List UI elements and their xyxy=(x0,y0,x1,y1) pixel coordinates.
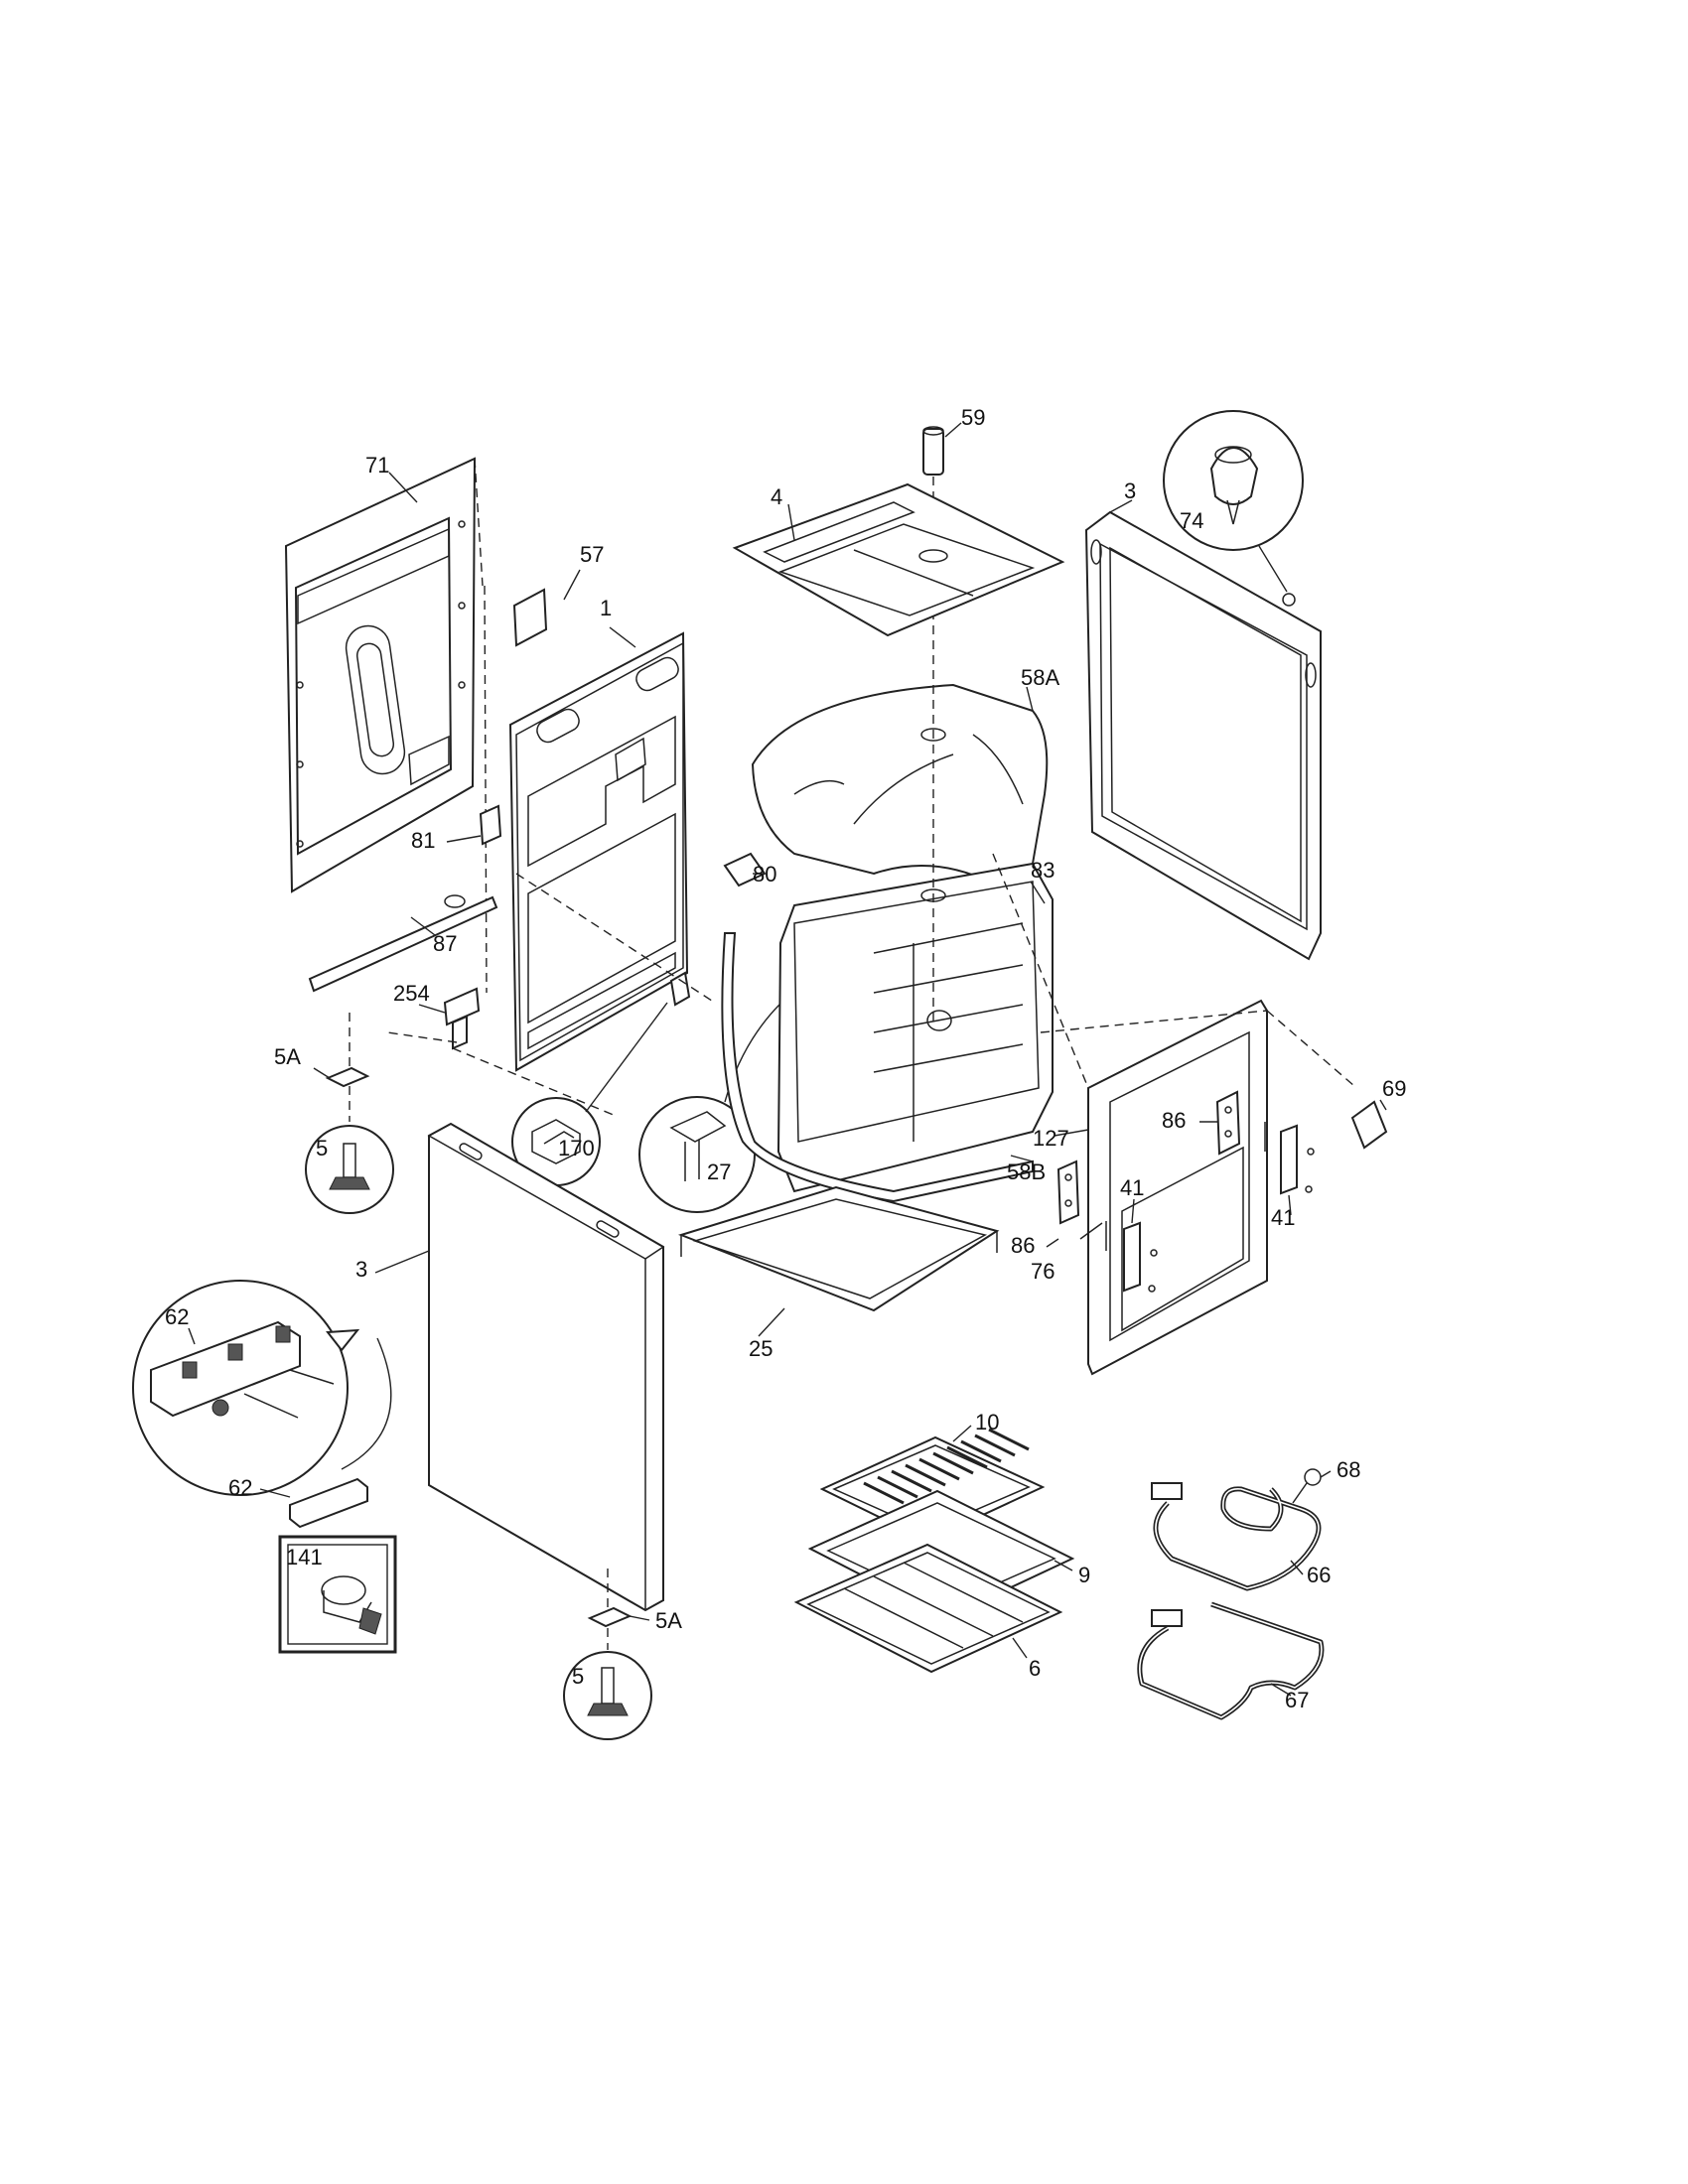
part-3-right-side-panel xyxy=(1084,510,1322,961)
callout-69: 69 xyxy=(1382,1076,1406,1101)
callout-66: 66 xyxy=(1307,1563,1331,1587)
callout-254: 254 xyxy=(393,981,430,1006)
part-58b-insulation-bottom xyxy=(721,932,1034,1203)
callout-83: 83 xyxy=(1031,858,1055,883)
part-59-pin xyxy=(922,426,944,476)
part-5a-leveler-plate-top xyxy=(325,1013,370,1122)
part-25-bottom-tray xyxy=(677,1185,1000,1312)
part-254-bracket xyxy=(443,987,481,1050)
part-41-hinge-receiver-left xyxy=(1105,1221,1158,1293)
callout-81: 81 xyxy=(411,828,435,853)
detail-box-141 xyxy=(278,1535,397,1654)
detail-circle-5-bottom xyxy=(563,1651,652,1740)
broil-insert-slot xyxy=(946,1445,988,1469)
broil-insert-slot xyxy=(974,1433,1016,1457)
callout-86-top: 86 xyxy=(1162,1108,1186,1133)
part-170-clip xyxy=(669,971,691,1007)
part-81-bracket xyxy=(479,804,502,846)
callout-58b: 58B xyxy=(1007,1160,1046,1184)
callout-127: 127 xyxy=(1033,1126,1069,1151)
part-6-oven-rack xyxy=(793,1543,1063,1674)
callout-5a-top: 5A xyxy=(274,1044,301,1069)
callout-labels: 71 57 1 81 87 254 5A 5 170 27 80 59 4 58… xyxy=(165,405,1406,1712)
callout-59: 59 xyxy=(961,405,985,430)
part-127-back-frame xyxy=(1087,999,1268,1376)
callout-5-bottom: 5 xyxy=(572,1664,584,1689)
part-4-top-plate xyxy=(732,482,1065,637)
part-57-cover-plate xyxy=(512,588,548,647)
callout-4: 4 xyxy=(771,484,782,509)
part-3-left-door xyxy=(427,1122,665,1612)
detail-circle-74 xyxy=(1163,410,1304,551)
part-71-back-panel xyxy=(284,457,477,893)
detail-circle-5-top xyxy=(305,1125,394,1214)
part-67-bake-element xyxy=(1137,1601,1325,1720)
part-86-hinge-top xyxy=(1215,1090,1241,1156)
part-62-terminal-block xyxy=(289,1477,368,1529)
detail-circle-27 xyxy=(638,1096,756,1213)
callout-3-left: 3 xyxy=(355,1257,367,1282)
broil-insert-slot xyxy=(891,1469,932,1493)
broil-insert-slot xyxy=(918,1457,960,1481)
broil-insert-slot xyxy=(960,1439,1002,1463)
broil-insert-slot xyxy=(905,1463,946,1487)
callout-141: 141 xyxy=(286,1545,323,1570)
callout-71: 71 xyxy=(365,453,389,478)
broil-insert-slot xyxy=(988,1428,1030,1451)
callout-3-right: 3 xyxy=(1124,478,1136,503)
part-69-cover xyxy=(1350,1100,1388,1150)
detail-circle-62 xyxy=(132,1280,349,1496)
part-1-side-panel xyxy=(508,631,689,1072)
callout-80: 80 xyxy=(753,862,776,887)
broil-insert-slot xyxy=(932,1451,974,1475)
callout-6: 6 xyxy=(1029,1656,1041,1681)
broil-insert-slot xyxy=(863,1481,905,1505)
callout-1: 1 xyxy=(600,596,612,620)
callout-5-top: 5 xyxy=(316,1136,328,1160)
leader-lines xyxy=(188,422,1387,1697)
part-58a-insulation-top xyxy=(751,683,1049,886)
part-41-hinge-receiver-right xyxy=(1264,1122,1315,1195)
callout-57: 57 xyxy=(580,542,604,567)
part-68-clip xyxy=(1292,1468,1322,1504)
detail-circle-170 xyxy=(511,1097,601,1186)
callout-68: 68 xyxy=(1336,1457,1360,1482)
callout-58a: 58A xyxy=(1021,665,1059,690)
callout-74: 74 xyxy=(1180,508,1203,533)
callout-41-left: 41 xyxy=(1120,1175,1144,1200)
callout-41-right: 41 xyxy=(1271,1205,1295,1230)
callout-62-bottom: 62 xyxy=(228,1475,252,1500)
callout-67: 67 xyxy=(1285,1688,1309,1712)
callout-87: 87 xyxy=(433,931,457,956)
callout-5a-bottom: 5A xyxy=(655,1608,682,1633)
callout-62-top: 62 xyxy=(165,1304,189,1329)
callout-86-bottom: 86 xyxy=(1011,1233,1035,1258)
callout-27: 27 xyxy=(707,1160,731,1184)
part-66-broil-element xyxy=(1151,1482,1322,1591)
callout-9: 9 xyxy=(1078,1563,1090,1587)
part-87-strip xyxy=(308,894,498,993)
part-86-hinge-bottom xyxy=(1056,1160,1080,1225)
broil-insert-slot xyxy=(877,1475,918,1499)
callout-10: 10 xyxy=(975,1410,999,1434)
callout-25: 25 xyxy=(749,1336,773,1361)
callout-76: 76 xyxy=(1031,1259,1055,1284)
callout-170: 170 xyxy=(558,1136,595,1160)
